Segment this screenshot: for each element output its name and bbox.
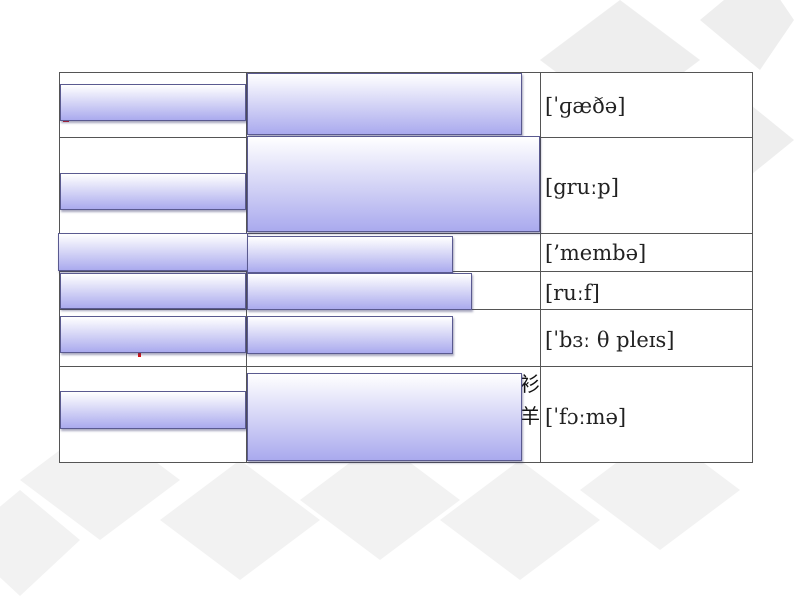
meaning-cover-3[interactable]: [247, 236, 453, 273]
phonetic-cell: [’membə]: [545, 241, 647, 265]
phonetic-cell: [ruːf]: [545, 281, 600, 305]
word-cover-6[interactable]: [60, 391, 246, 429]
meaning-cover-2[interactable]: [247, 136, 540, 232]
partial-chinese-char: 衫: [520, 372, 540, 396]
meaning-cover-5[interactable]: [247, 316, 453, 354]
word-cover-1[interactable]: [60, 84, 246, 121]
column-divider: [540, 73, 541, 462]
row-divider: [60, 366, 752, 367]
partial-chinese-char: 羊: [520, 404, 540, 428]
meaning-cover-1[interactable]: [247, 73, 522, 135]
phonetic-cell: [ˈfɔːmə]: [545, 405, 627, 429]
phonetic-cell: [ˈbɜː θ pleɪs]: [545, 328, 675, 352]
word-cover-3[interactable]: [58, 233, 248, 271]
phonetic-cell: [ˈɡæðə]: [545, 94, 626, 118]
phonetic-cell: [gruːp]: [545, 175, 619, 199]
word-cover-2[interactable]: [60, 173, 246, 210]
meaning-cover-4[interactable]: [247, 273, 472, 310]
row-divider: [60, 233, 752, 234]
red-text-fragment: [138, 352, 141, 357]
word-cover-4[interactable]: [60, 273, 246, 309]
meaning-cover-6[interactable]: [247, 373, 522, 461]
word-cover-5[interactable]: [60, 316, 246, 353]
